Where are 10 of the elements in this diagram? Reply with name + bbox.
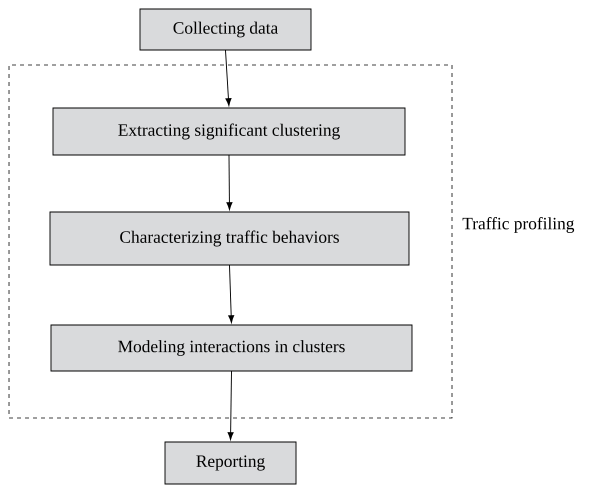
arrow — [226, 154, 232, 210]
process-box: Reporting — [164, 442, 296, 484]
arrow — [228, 371, 234, 440]
process-box: Modeling interactions in clusters — [50, 324, 412, 372]
arrow — [228, 265, 234, 323]
process-box: Extracting significant clustering — [52, 108, 406, 156]
arrow — [225, 50, 232, 106]
process-box: Characterizing traffic behaviors — [50, 212, 410, 266]
group-label: Traffic profiling — [462, 217, 574, 233]
process-box: Collecting data — [140, 8, 312, 50]
